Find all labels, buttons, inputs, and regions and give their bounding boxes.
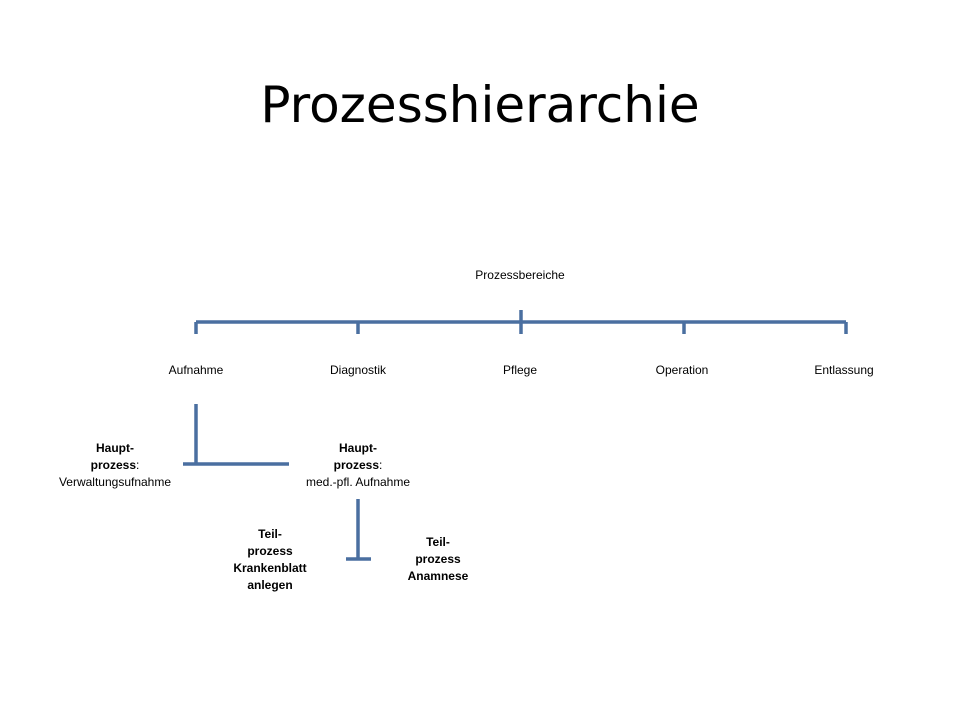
slide-title: Prozesshierarchie [260, 76, 700, 134]
area-operation: Operation [655, 363, 709, 377]
area-entlassung: Entlassung [814, 363, 874, 377]
root-label: Prozessbereiche [475, 268, 565, 282]
sub-process-record-line3: Krankenblatt [233, 561, 307, 575]
main-process-med: Haupt- prozess: med.-pfl. Aufnahme [278, 440, 438, 491]
main-process-admin-line2-wrap: prozess: [35, 457, 195, 474]
sub-process-record-line4: anlegen [247, 578, 293, 592]
main-process-admin-line1: Haupt- [96, 441, 134, 455]
area-pflege: Pflege [502, 363, 538, 377]
main-process-med-colon: : [379, 458, 383, 472]
main-process-admin-colon: : [136, 458, 140, 472]
main-process-med-line2-wrap: prozess: [278, 457, 438, 474]
area-aufnahme: Aufnahme [168, 363, 224, 377]
main-process-admin-line2: prozess [90, 458, 136, 472]
main-process-med-line3: med.-pfl. Aufnahme [305, 475, 411, 489]
sub-process-record: Teil- prozess Krankenblatt anlegen [220, 526, 320, 594]
main-process-admin: Haupt- prozess: Verwaltungsufnahme [35, 440, 195, 491]
sub-process-record-line2: prozess [247, 544, 293, 558]
sub-process-anamnesis-line3: Anamnese [407, 569, 469, 583]
sub-process-anamnesis: Teil- prozess Anamnese [388, 534, 488, 585]
main-process-med-line1: Haupt- [339, 441, 377, 455]
sub-process-anamnesis-line1: Teil- [426, 535, 450, 549]
sub-process-record-line1: Teil- [258, 527, 282, 541]
main-process-admin-line3: Verwaltungsufnahme [58, 475, 172, 489]
sub-process-anamnesis-line2: prozess [415, 552, 461, 566]
area-diagnostik: Diagnostik [329, 363, 387, 377]
main-process-med-line2: prozess [333, 458, 379, 472]
